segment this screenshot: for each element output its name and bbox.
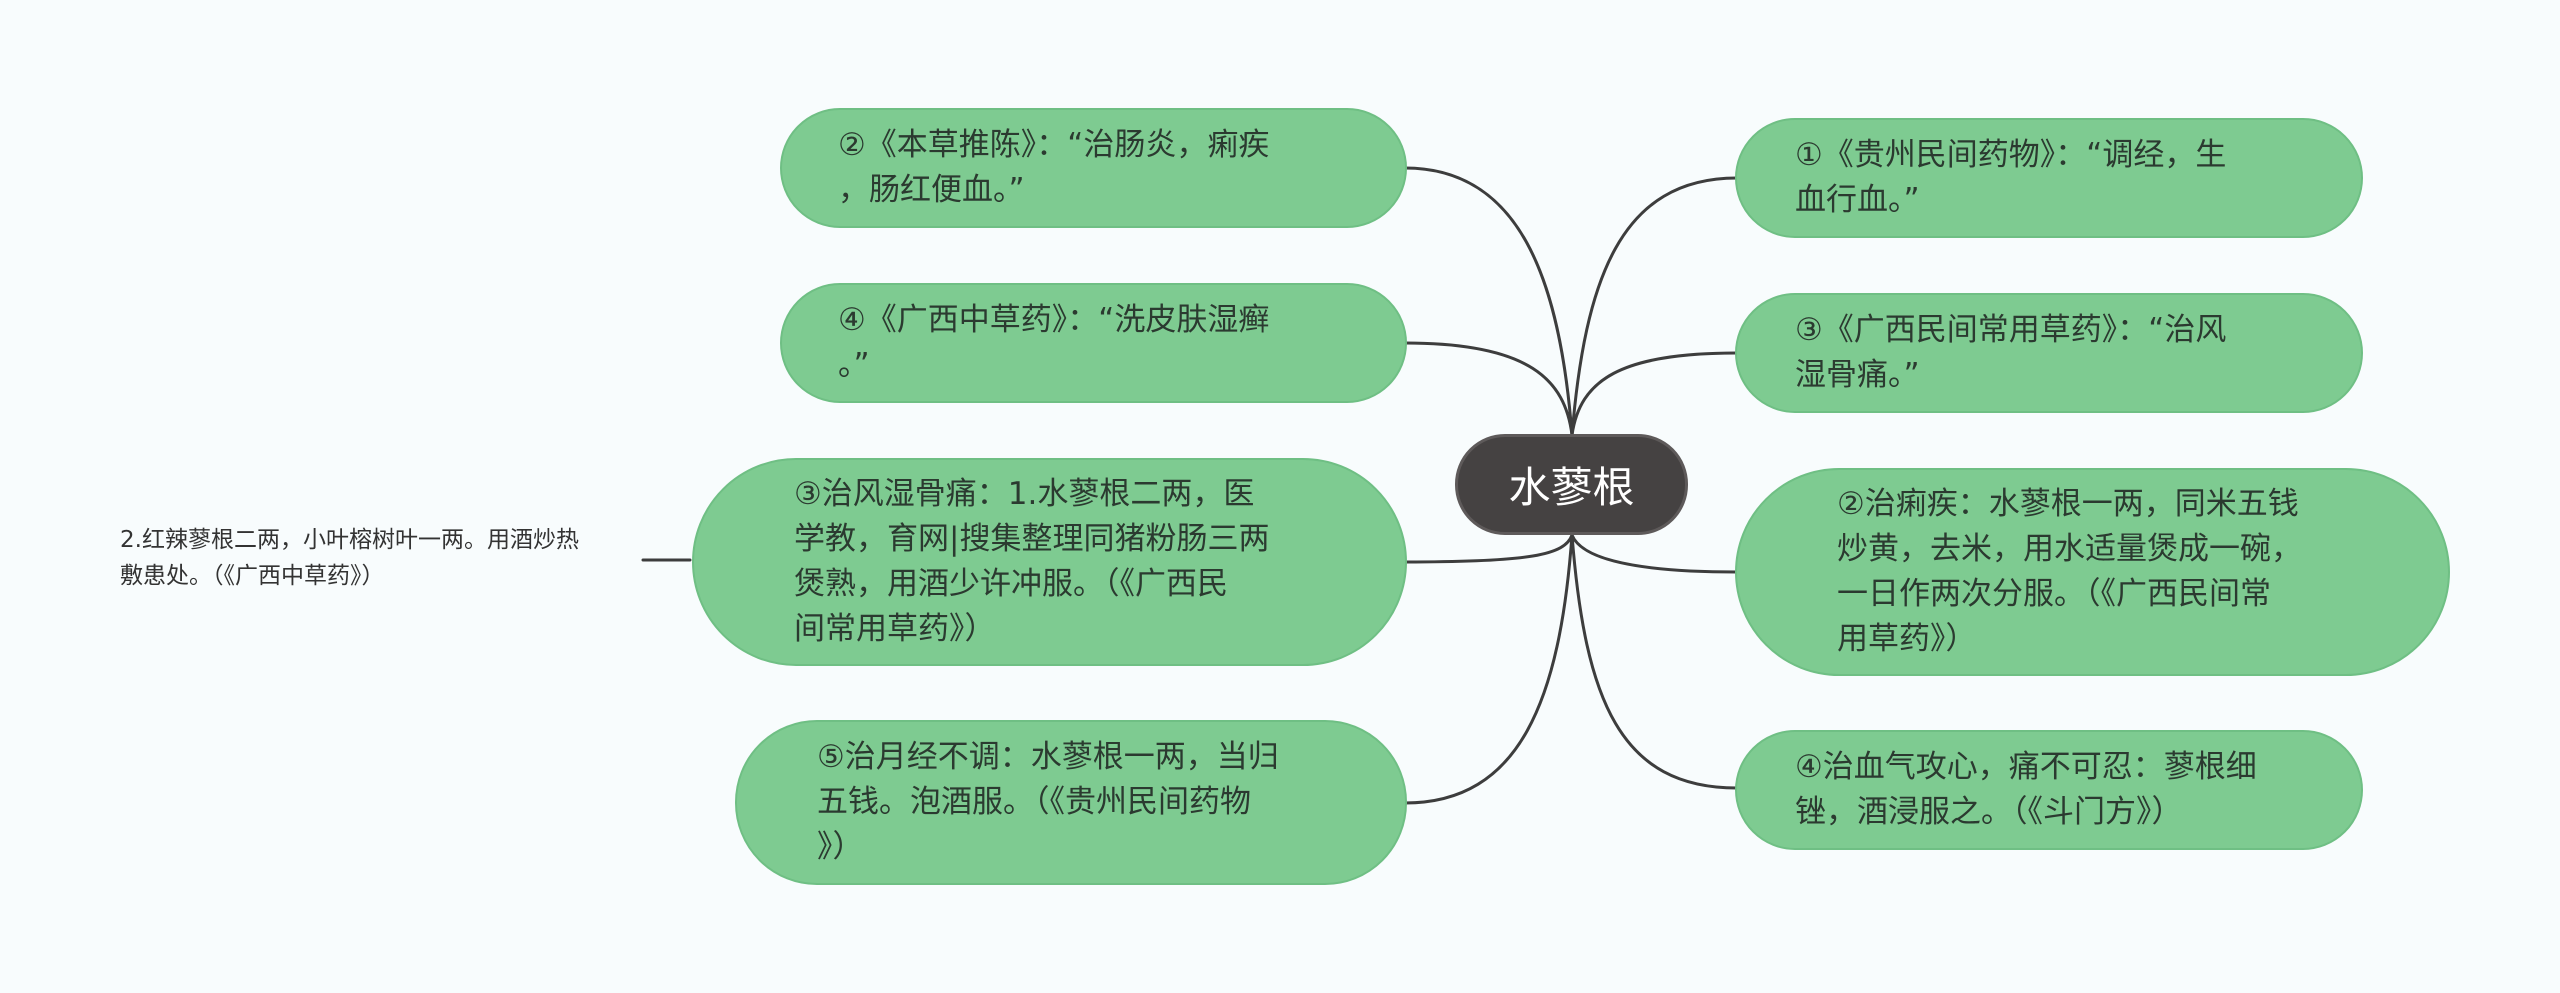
connector-l3 (1403, 533, 1574, 564)
node-guangxi-minjian-changyong[interactable]: ③《广西民间常用草药》：“治风 湿骨痛。” (1735, 293, 2363, 413)
connector-r2 (1570, 351, 1739, 437)
node-menstruation-treatment[interactable]: ⑤治月经不调：水蓼根一两，当归 五钱。泡酒服。（《贵州民间药物 》） (735, 720, 1407, 885)
connector-r3 (1570, 533, 1739, 574)
central-topic[interactable]: 水蓼根 (1455, 434, 1688, 535)
node-guangxi-zhongcaoyao[interactable]: ④《广西中草药》：“洗皮肤湿癣 。” (780, 283, 1407, 403)
connector-r4 (1570, 533, 1739, 790)
node-rheumatism-treatment[interactable]: ③治风湿骨痛：1.水蓼根二两，医 学教，育网|搜集整理同猪粉肠三两 煲熟，用酒少… (692, 458, 1407, 666)
connector-l1 (1403, 166, 1574, 437)
connector-l4 (1403, 533, 1574, 805)
connector-l2 (1403, 341, 1574, 437)
node-guizhou-minjian-yaowu[interactable]: ①《贵州民间药物》：“调经，生 血行血。” (1735, 118, 2363, 238)
node-blood-qi-treatment[interactable]: ④治血气攻心，痛不可忍：蓼根细 锉，酒浸服之。（《斗门方》） (1735, 730, 2363, 850)
node-bencao-tuichen[interactable]: ②《本草推陈》：“治肠炎，痢疾 ，肠红便血。” (780, 108, 1407, 228)
node-dysentery-treatment[interactable]: ②治痢疾：水蓼根一两，同米五钱 炒黄，去米，用水适量煲成一碗， 一日作两次分服。… (1735, 468, 2450, 676)
connector-r1 (1570, 176, 1739, 437)
leaf-hongla-liaogen: 2.红辣蓼根二两，小叶榕树叶一两。用酒炒热 敷患处。（《广西中草药》） (120, 527, 579, 589)
